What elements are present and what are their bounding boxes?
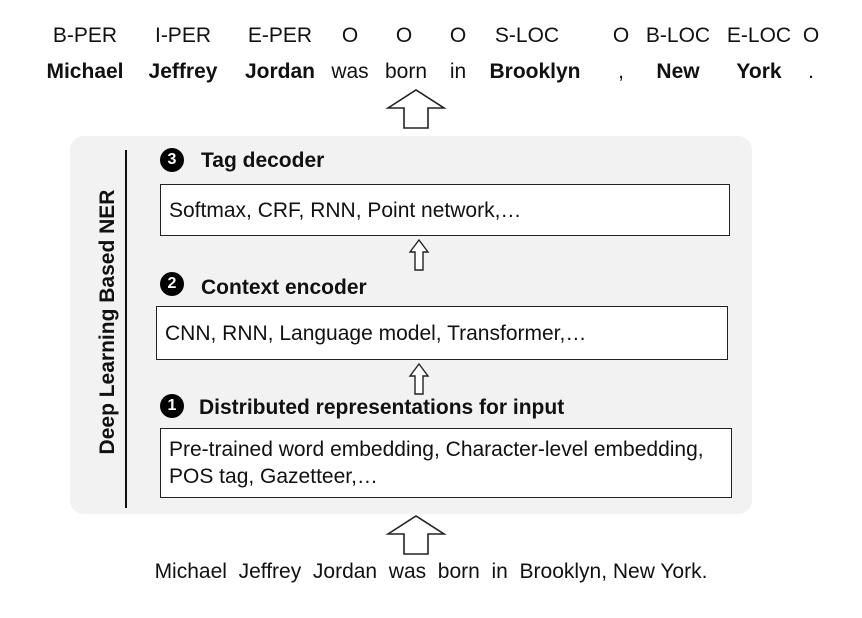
- up-arrow-icon: [408, 362, 430, 395]
- output-tag: S-LOC: [494, 24, 560, 47]
- up-arrow-icon: [408, 238, 430, 271]
- output-tag: I-PER: [154, 24, 211, 47]
- stage-title: Tag decoder: [201, 149, 325, 172]
- stage-content: Softmax, CRF, RNN, Point network,…: [169, 198, 522, 222]
- output-word: New: [656, 60, 700, 83]
- output-tag: O: [612, 24, 630, 47]
- output-tag: O: [395, 24, 413, 47]
- step-number-badge: 3: [160, 148, 184, 172]
- output-arrow-icon: [385, 89, 447, 129]
- output-word: .: [808, 60, 814, 83]
- output-word: York: [736, 60, 782, 83]
- output-word: ,: [618, 60, 624, 83]
- output-word: Jeffrey: [148, 60, 218, 83]
- output-tag: E-PER: [247, 24, 313, 47]
- stage-content: Pre-trained word embedding, Character-le…: [169, 438, 704, 488]
- stage-content-box: CNN, RNN, Language model, Transformer,…: [156, 306, 728, 360]
- output-tag: O: [802, 24, 820, 47]
- stage-content-box: Pre-trained word embedding, Character-le…: [160, 428, 732, 498]
- output-word: Michael: [46, 60, 124, 83]
- side-divider: [125, 150, 127, 508]
- stage-title: Context encoder: [201, 276, 367, 299]
- input-arrow-icon: [385, 515, 447, 555]
- output-tag: E-LOC: [726, 24, 792, 47]
- output-tag: B-LOC: [645, 24, 711, 47]
- output-word: born: [384, 60, 428, 83]
- output-tag: B-PER: [52, 24, 118, 47]
- output-word: Jordan: [244, 60, 315, 83]
- step-number-badge: 2: [160, 272, 184, 296]
- output-tag: O: [341, 24, 359, 47]
- stage-content-box: Softmax, CRF, RNN, Point network,…: [160, 184, 730, 236]
- stage-title: Distributed representations for input: [199, 396, 565, 419]
- stage-content: CNN, RNN, Language model, Transformer,…: [165, 321, 587, 345]
- step-number-badge: 1: [160, 394, 184, 418]
- output-word: in: [449, 60, 467, 83]
- output-tag: O: [449, 24, 467, 47]
- output-word: was: [331, 60, 369, 83]
- input-sentence: Michael Jeffrey Jordan was born in Brook…: [154, 560, 708, 583]
- output-word: Brooklyn: [489, 60, 581, 83]
